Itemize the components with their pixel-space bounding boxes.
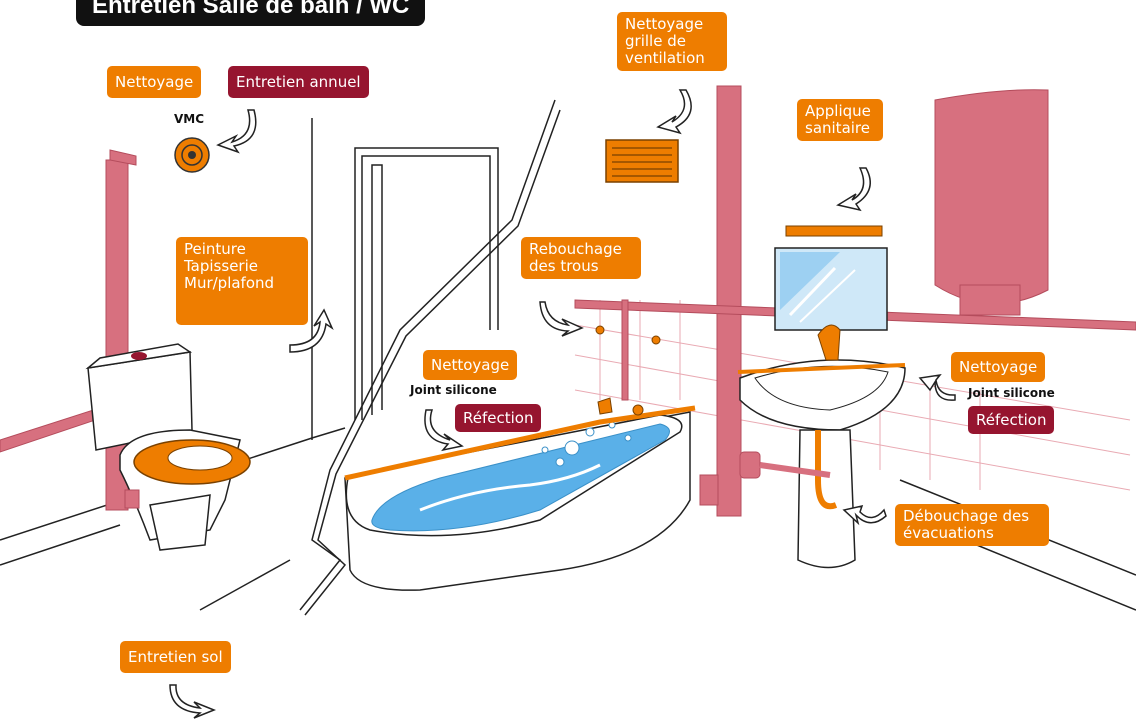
label-sink-joint: Joint silicone <box>968 386 1055 400</box>
label-vmc-nettoyage: Nettoyage <box>107 66 201 98</box>
page-title: Entretien Salle de bain / WC <box>76 0 425 26</box>
arrow-applique <box>838 168 870 210</box>
mirror-icon <box>775 248 887 330</box>
label-peinture: Peinture Tapisserie Mur/plafond <box>176 237 308 325</box>
label-bath-nettoyage: Nettoyage <box>423 350 517 380</box>
water-heater <box>935 90 1048 315</box>
toilet-icon <box>88 344 250 550</box>
label-bath-joint: Joint silicone <box>410 383 497 397</box>
arrow-sol <box>170 685 214 718</box>
arrow-ventilation <box>658 90 691 133</box>
label-ventilation: Nettoyage grille de ventilation <box>617 12 727 71</box>
label-vmc: VMC <box>174 112 204 126</box>
arrow-sink <box>920 375 955 400</box>
label-applique: Applique sanitaire <box>797 99 883 141</box>
label-bath-refection: Réfection <box>455 404 541 432</box>
label-sol: Entretien sol <box>120 641 231 673</box>
label-vmc-entretien: Entretien annuel <box>228 66 369 98</box>
light-fixture-icon <box>786 226 882 236</box>
arrow-vmc <box>218 110 256 152</box>
label-sink-nettoyage: Nettoyage <box>951 352 1045 382</box>
ventilation-grille-icon <box>606 140 678 182</box>
bathtub-icon <box>345 326 695 590</box>
label-sink-refection: Réfection <box>968 406 1054 434</box>
vmc-vent-icon <box>175 138 209 172</box>
label-debouchage: Débouchage des évacuations <box>895 504 1049 546</box>
label-rebouchage: Rebouchage des trous <box>521 237 641 279</box>
